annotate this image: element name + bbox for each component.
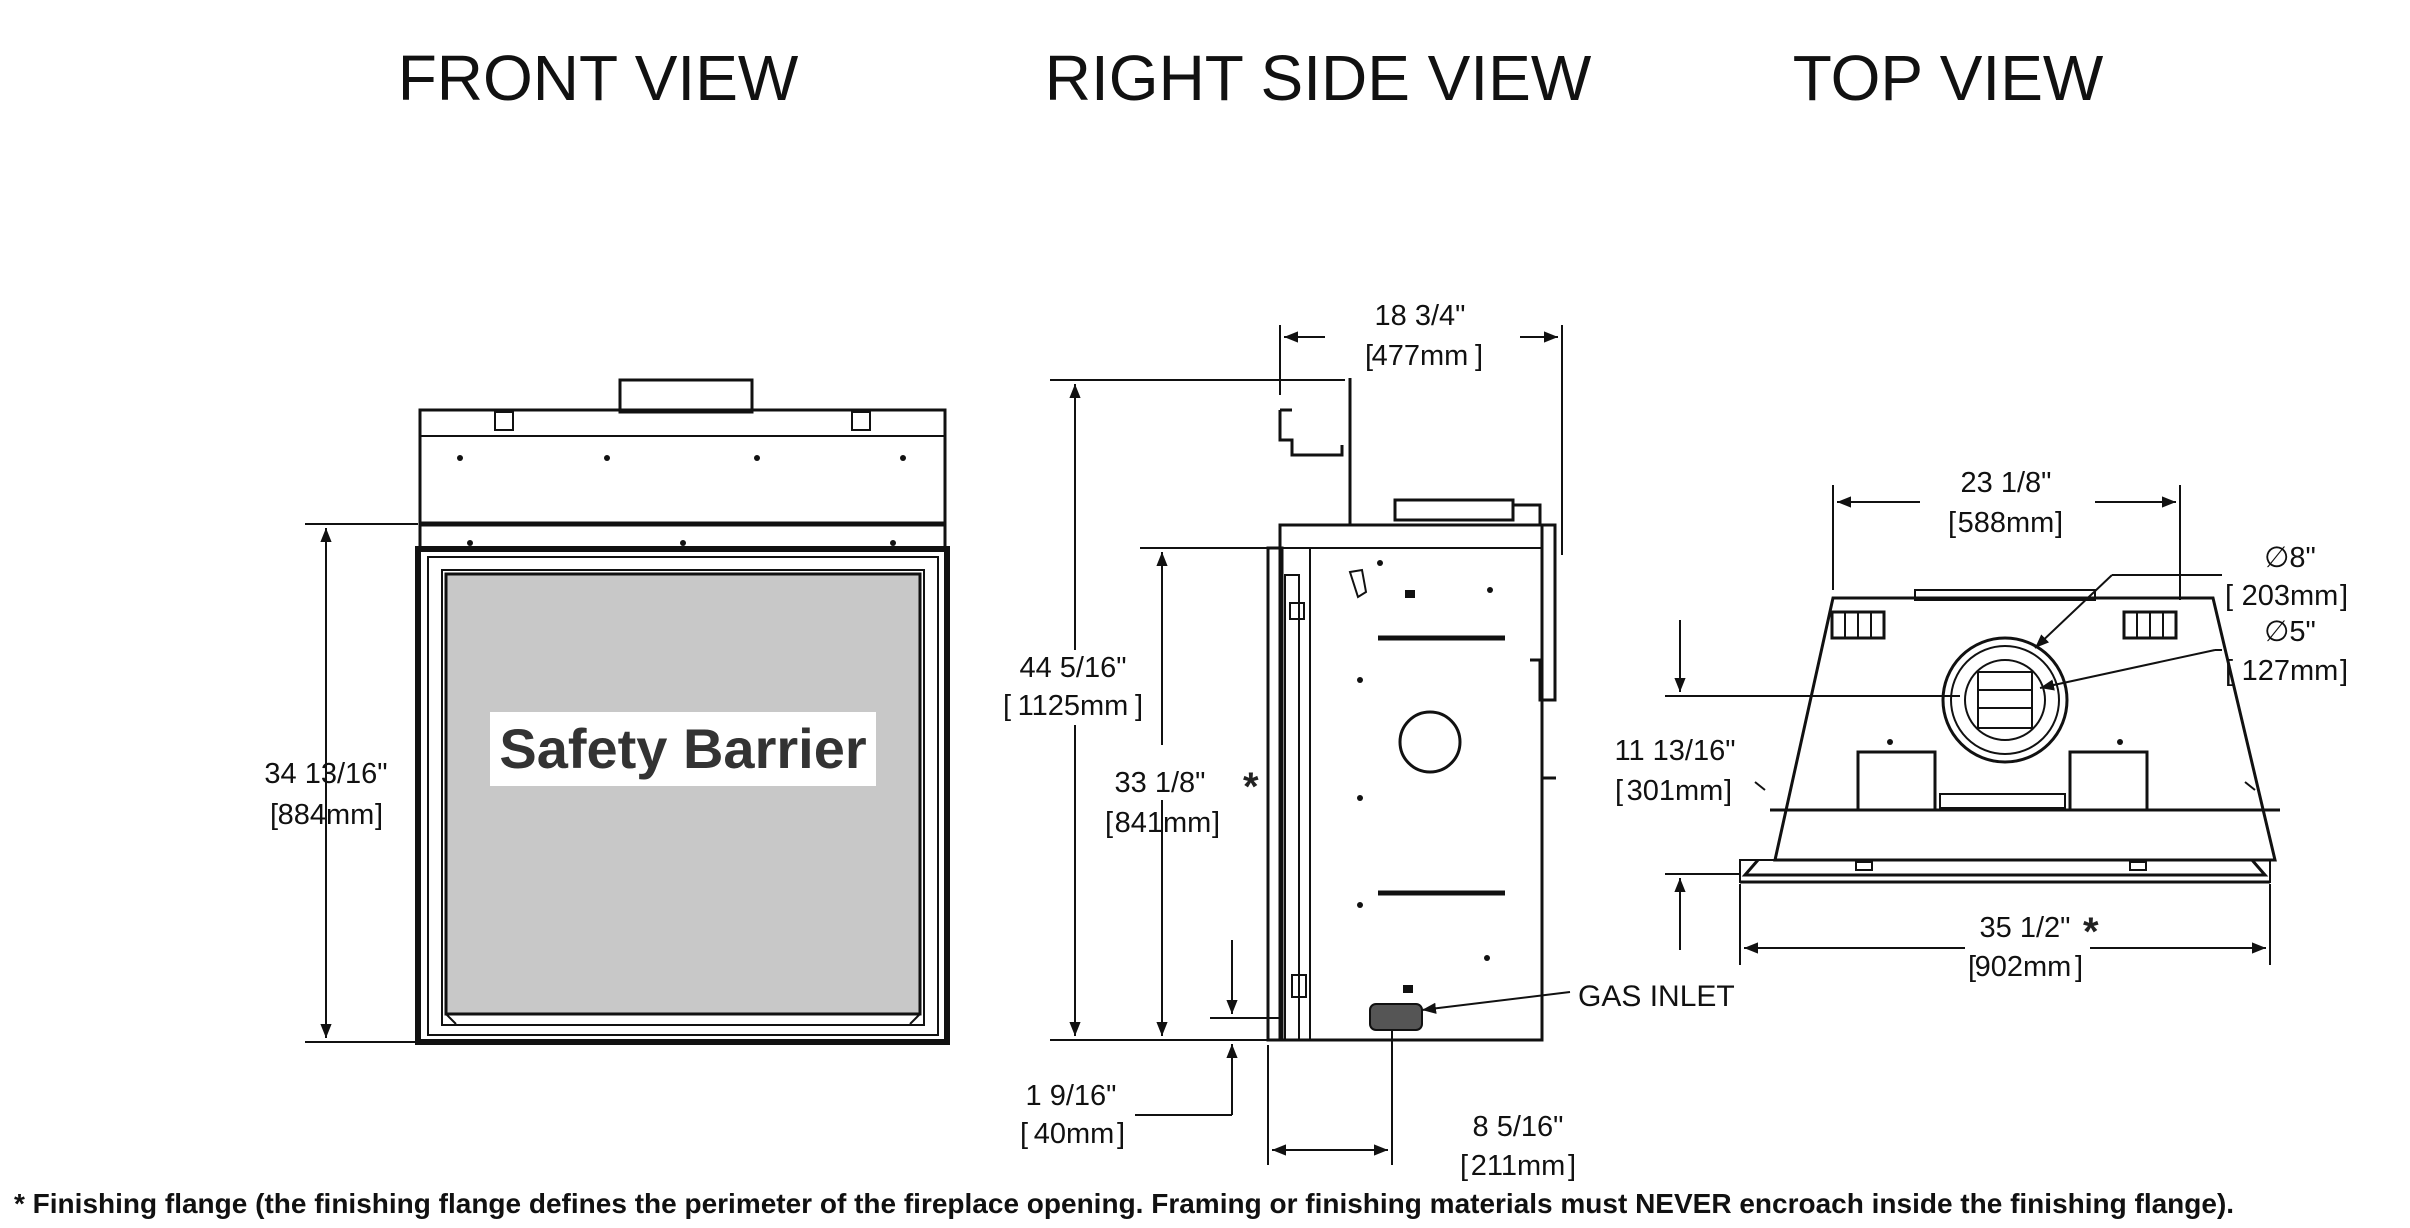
top-view-drawing — [1665, 485, 2280, 965]
side-depth-inches: 18 3/4" — [1375, 300, 1466, 332]
bracket-left: [ — [270, 799, 278, 831]
footnote: * Finishing flange (the finishing flange… — [14, 1188, 2234, 1219]
bracket-left: [ — [1003, 690, 1011, 722]
bracket-right: ] — [375, 799, 383, 831]
right-side-view-title: RIGHT SIDE VIEW — [1045, 42, 1592, 114]
side-overall-height-mm: 1125mm — [1018, 690, 1129, 722]
top-inner-diameter-mm: 127mm — [2242, 655, 2339, 687]
bracket-right: ] — [1212, 807, 1220, 839]
top-vent-offset-inches: 11 13/16" — [1614, 735, 1735, 767]
top-rear-width-inches: 23 1/8" — [1961, 467, 2052, 499]
top-outer-diameter-mm: 203mm — [2242, 580, 2339, 612]
bracket-right: ] — [1475, 340, 1483, 372]
side-base-offset-mm: 40mm — [1034, 1118, 1115, 1150]
side-overall-height-inches: 44 5/16" — [1019, 652, 1126, 684]
bracket-left: [ — [2225, 580, 2233, 612]
front-height-inches: 34 13/16" — [264, 758, 387, 790]
bracket-left: [ — [2225, 655, 2233, 687]
top-view-title: TOP VIEW — [1793, 42, 2104, 114]
bracket-left: [ — [1020, 1118, 1028, 1150]
bracket-right: ] — [2340, 655, 2348, 687]
bracket-right: ] — [1724, 775, 1732, 807]
bracket-left: [ — [1968, 951, 1976, 983]
bracket-left: [ — [1460, 1150, 1468, 1182]
side-base-offset-inches: 1 9/16" — [1026, 1080, 1117, 1112]
bracket-left: [ — [1615, 775, 1623, 807]
top-vent-offset-mm: 301mm — [1627, 775, 1724, 807]
side-depth-mm: 477mm — [1372, 340, 1469, 372]
top-front-width-inches: 35 1/2" — [1980, 912, 2071, 944]
bracket-right: ] — [1568, 1150, 1576, 1182]
bracket-right: ] — [1135, 690, 1143, 722]
bracket-left: [ — [1365, 340, 1373, 372]
top-front-width-mm: 902mm — [1975, 951, 2072, 983]
side-view-drawing — [1050, 325, 1571, 1165]
front-view-drawing: Safety Barrier — [305, 378, 950, 1045]
top-inner-diameter-inches: ∅5" — [2264, 616, 2316, 648]
bracket-right: ] — [2055, 507, 2063, 539]
front-view-title: FRONT VIEW — [398, 42, 799, 114]
side-opening-height-inches: 33 1/8" — [1115, 767, 1206, 799]
bracket-left: [ — [1105, 807, 1113, 839]
bracket-left: [ — [1948, 507, 1956, 539]
front-height-mm: 884mm — [278, 799, 375, 831]
gas-inlet-label: GAS INLET — [1578, 980, 1735, 1013]
top-rear-width-mm: 588mm — [1958, 507, 2055, 539]
bracket-right: ] — [1117, 1118, 1125, 1150]
side-gas-inlet-mm: 211mm — [1471, 1150, 1566, 1182]
bracket-right: ] — [2075, 951, 2083, 983]
side-opening-asterisk: * — [1243, 765, 1259, 809]
side-opening-height-mm: 841mm — [1115, 807, 1212, 839]
bracket-right: ] — [2340, 580, 2348, 612]
safety-barrier-label: Safety Barrier — [499, 717, 866, 780]
side-gas-inlet-inches: 8 5/16" — [1473, 1111, 1564, 1143]
top-outer-diameter-inches: ∅8" — [2264, 542, 2316, 574]
top-front-width-asterisk: * — [2083, 910, 2099, 954]
